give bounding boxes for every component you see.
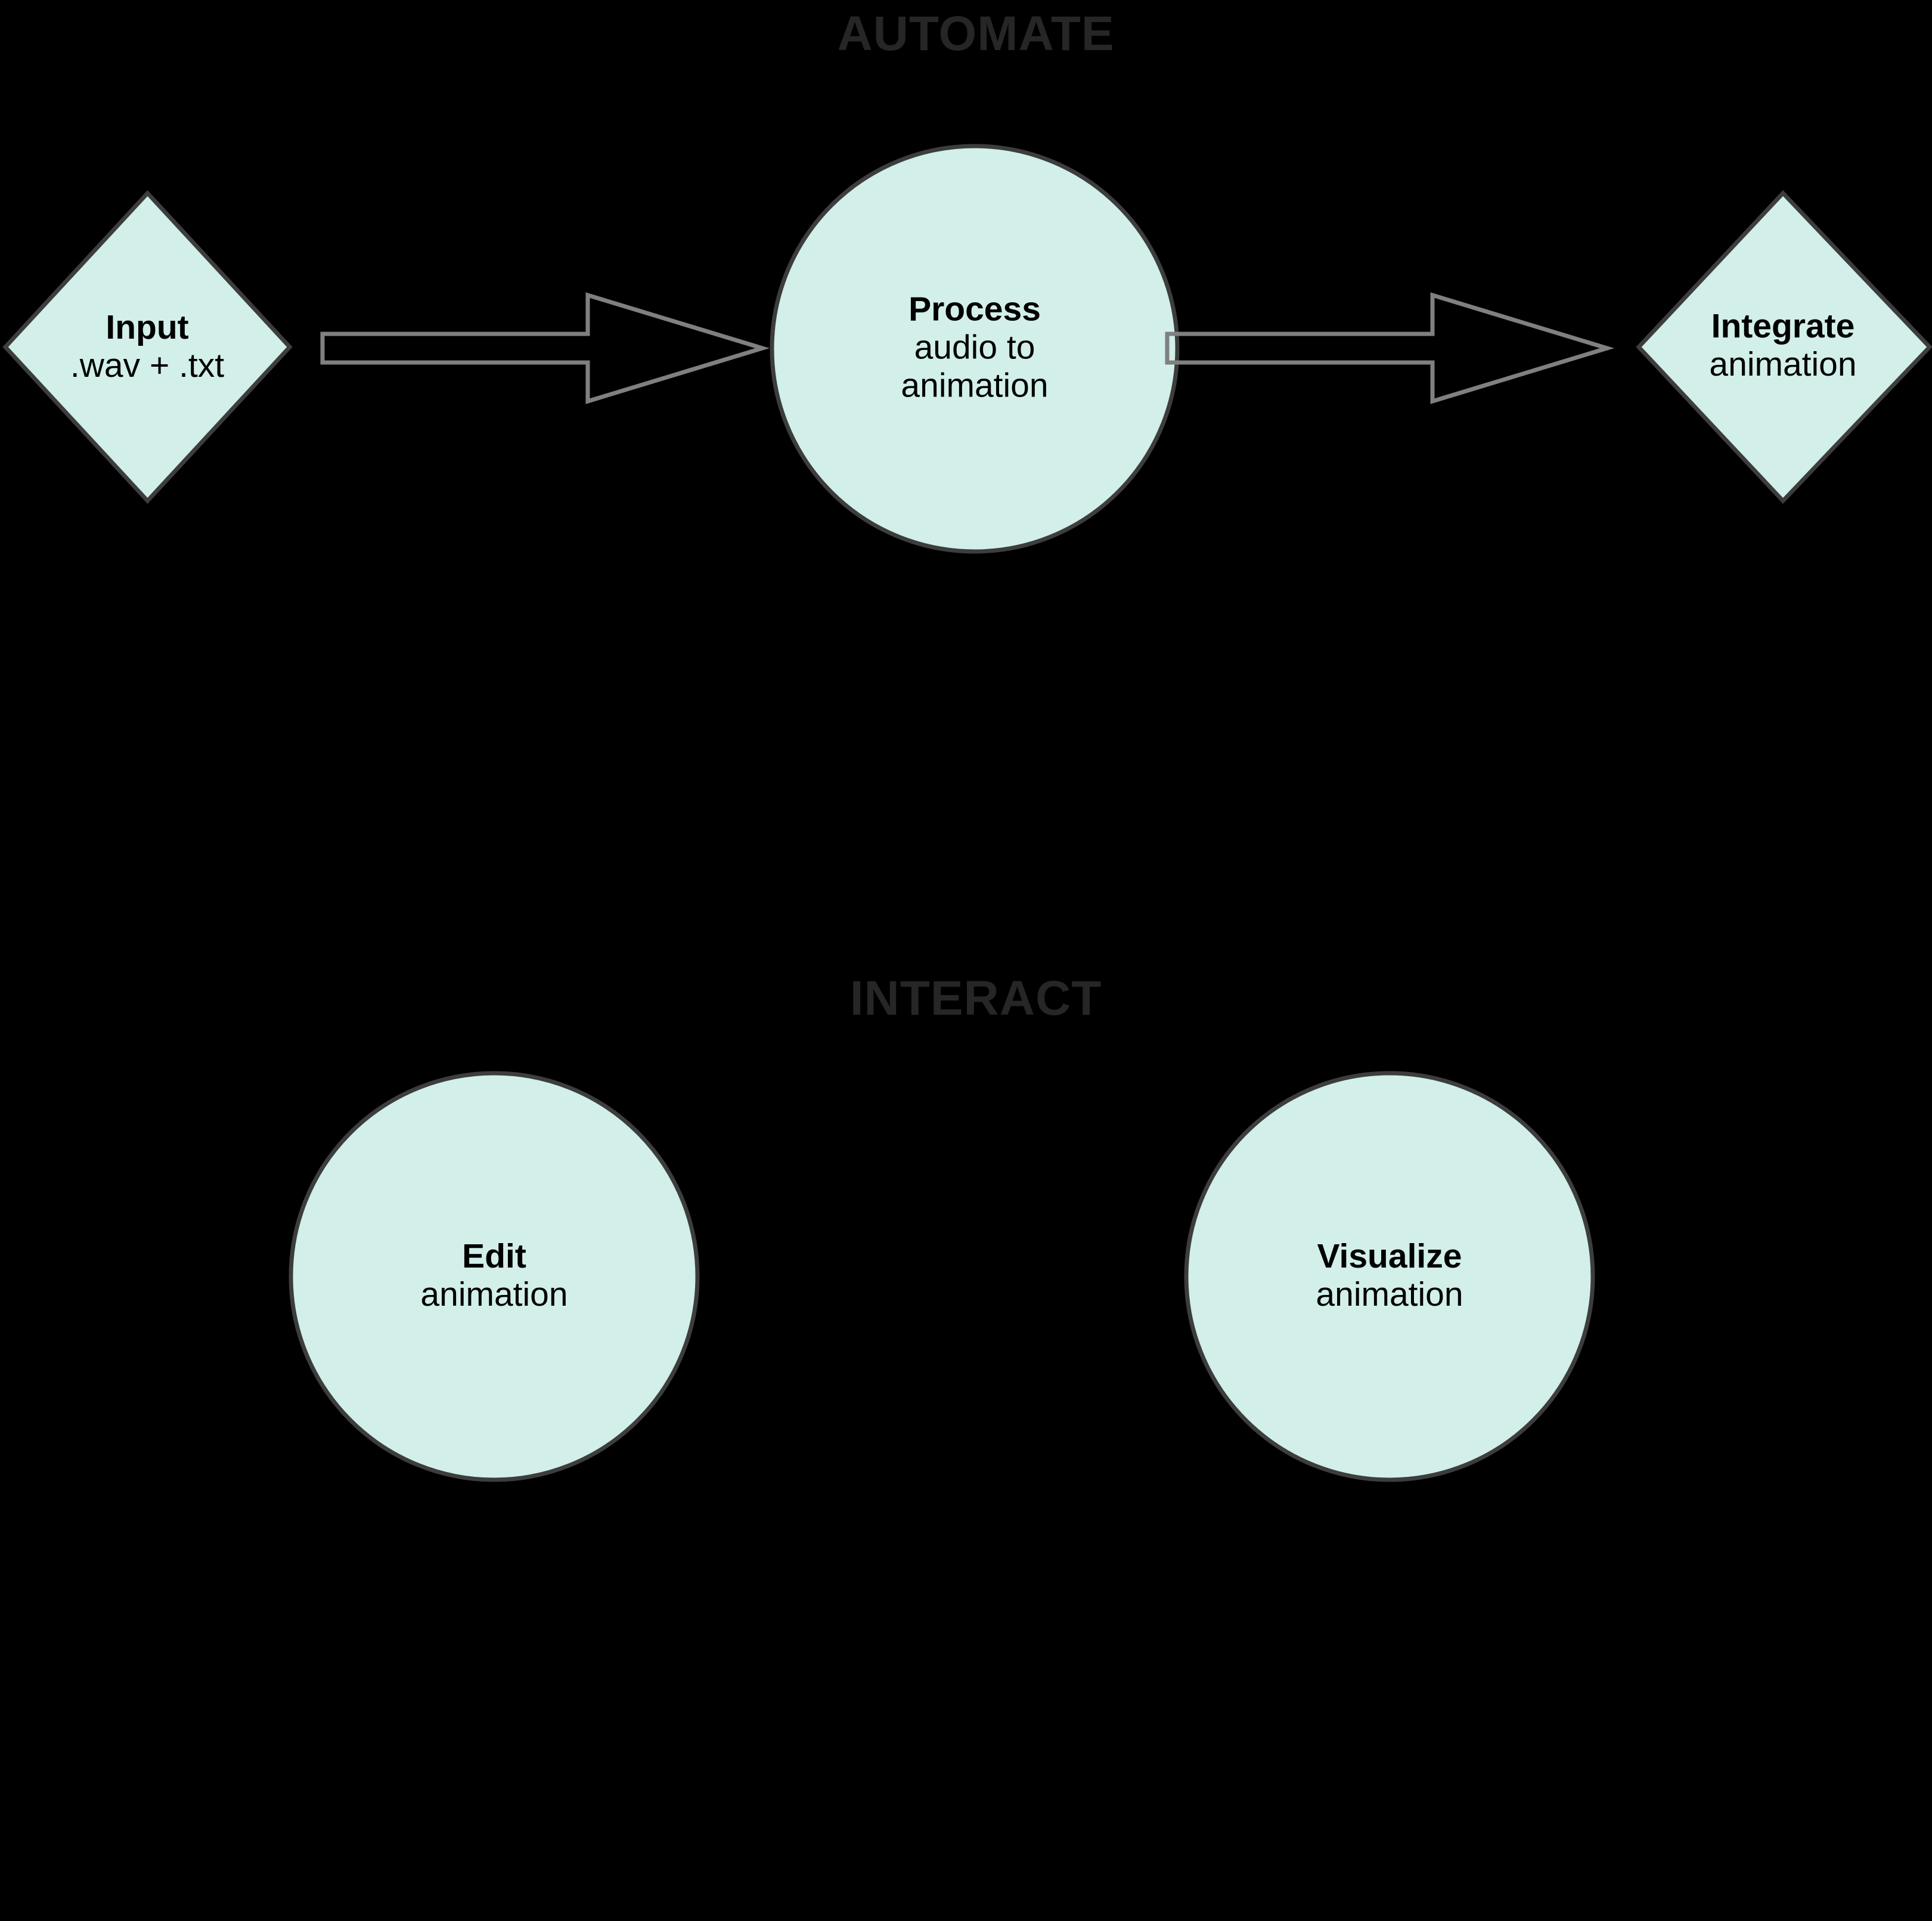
node-visualize-label: Visualize animation bbox=[1316, 1237, 1463, 1314]
section-title-automate: AUTOMATE bbox=[837, 7, 1115, 61]
node-visualize-subtitle: animation bbox=[1316, 1275, 1463, 1313]
node-visualize[interactable] bbox=[1183, 1070, 1596, 1483]
section-title-interact: INTERACT bbox=[849, 971, 1102, 1025]
block-arrow-right-icon bbox=[320, 292, 770, 404]
node-input-label: Input .wav + .txt bbox=[70, 308, 225, 385]
process-circle-shape bbox=[770, 144, 1180, 554]
node-integrate-label: Integrate animation bbox=[1709, 307, 1857, 384]
node-edit[interactable] bbox=[288, 1070, 700, 1483]
node-edit-label: Edit animation bbox=[420, 1237, 568, 1314]
node-visualize-title: Visualize bbox=[1317, 1237, 1462, 1276]
node-integrate-subtitle: animation bbox=[1709, 345, 1857, 383]
node-integrate[interactable] bbox=[1636, 190, 1932, 504]
node-input-title: Input bbox=[106, 308, 189, 347]
block-arrow-right-icon bbox=[1165, 292, 1615, 404]
node-process-subtitle: audio to bbox=[914, 328, 1035, 367]
node-input-subtitle: .wav + .txt bbox=[70, 346, 225, 385]
node-process-label: Process audio to animation bbox=[901, 290, 1048, 404]
node-integrate-title: Integrate bbox=[1711, 307, 1855, 346]
node-process[interactable] bbox=[769, 143, 1180, 554]
input-diamond-shape bbox=[2, 190, 293, 504]
integrate-diamond-shape bbox=[1636, 190, 1932, 504]
node-input[interactable] bbox=[2, 190, 293, 504]
edit-circle-shape bbox=[289, 1071, 700, 1482]
node-edit-subtitle: animation bbox=[420, 1275, 568, 1313]
visualize-circle-shape bbox=[1184, 1071, 1595, 1482]
node-process-title: Process bbox=[908, 290, 1041, 329]
edge-process-to-integrate bbox=[1165, 292, 1615, 404]
edge-input-to-process bbox=[320, 292, 770, 404]
node-edit-title: Edit bbox=[462, 1237, 526, 1276]
node-process-subtitle-2: animation bbox=[901, 365, 1049, 404]
